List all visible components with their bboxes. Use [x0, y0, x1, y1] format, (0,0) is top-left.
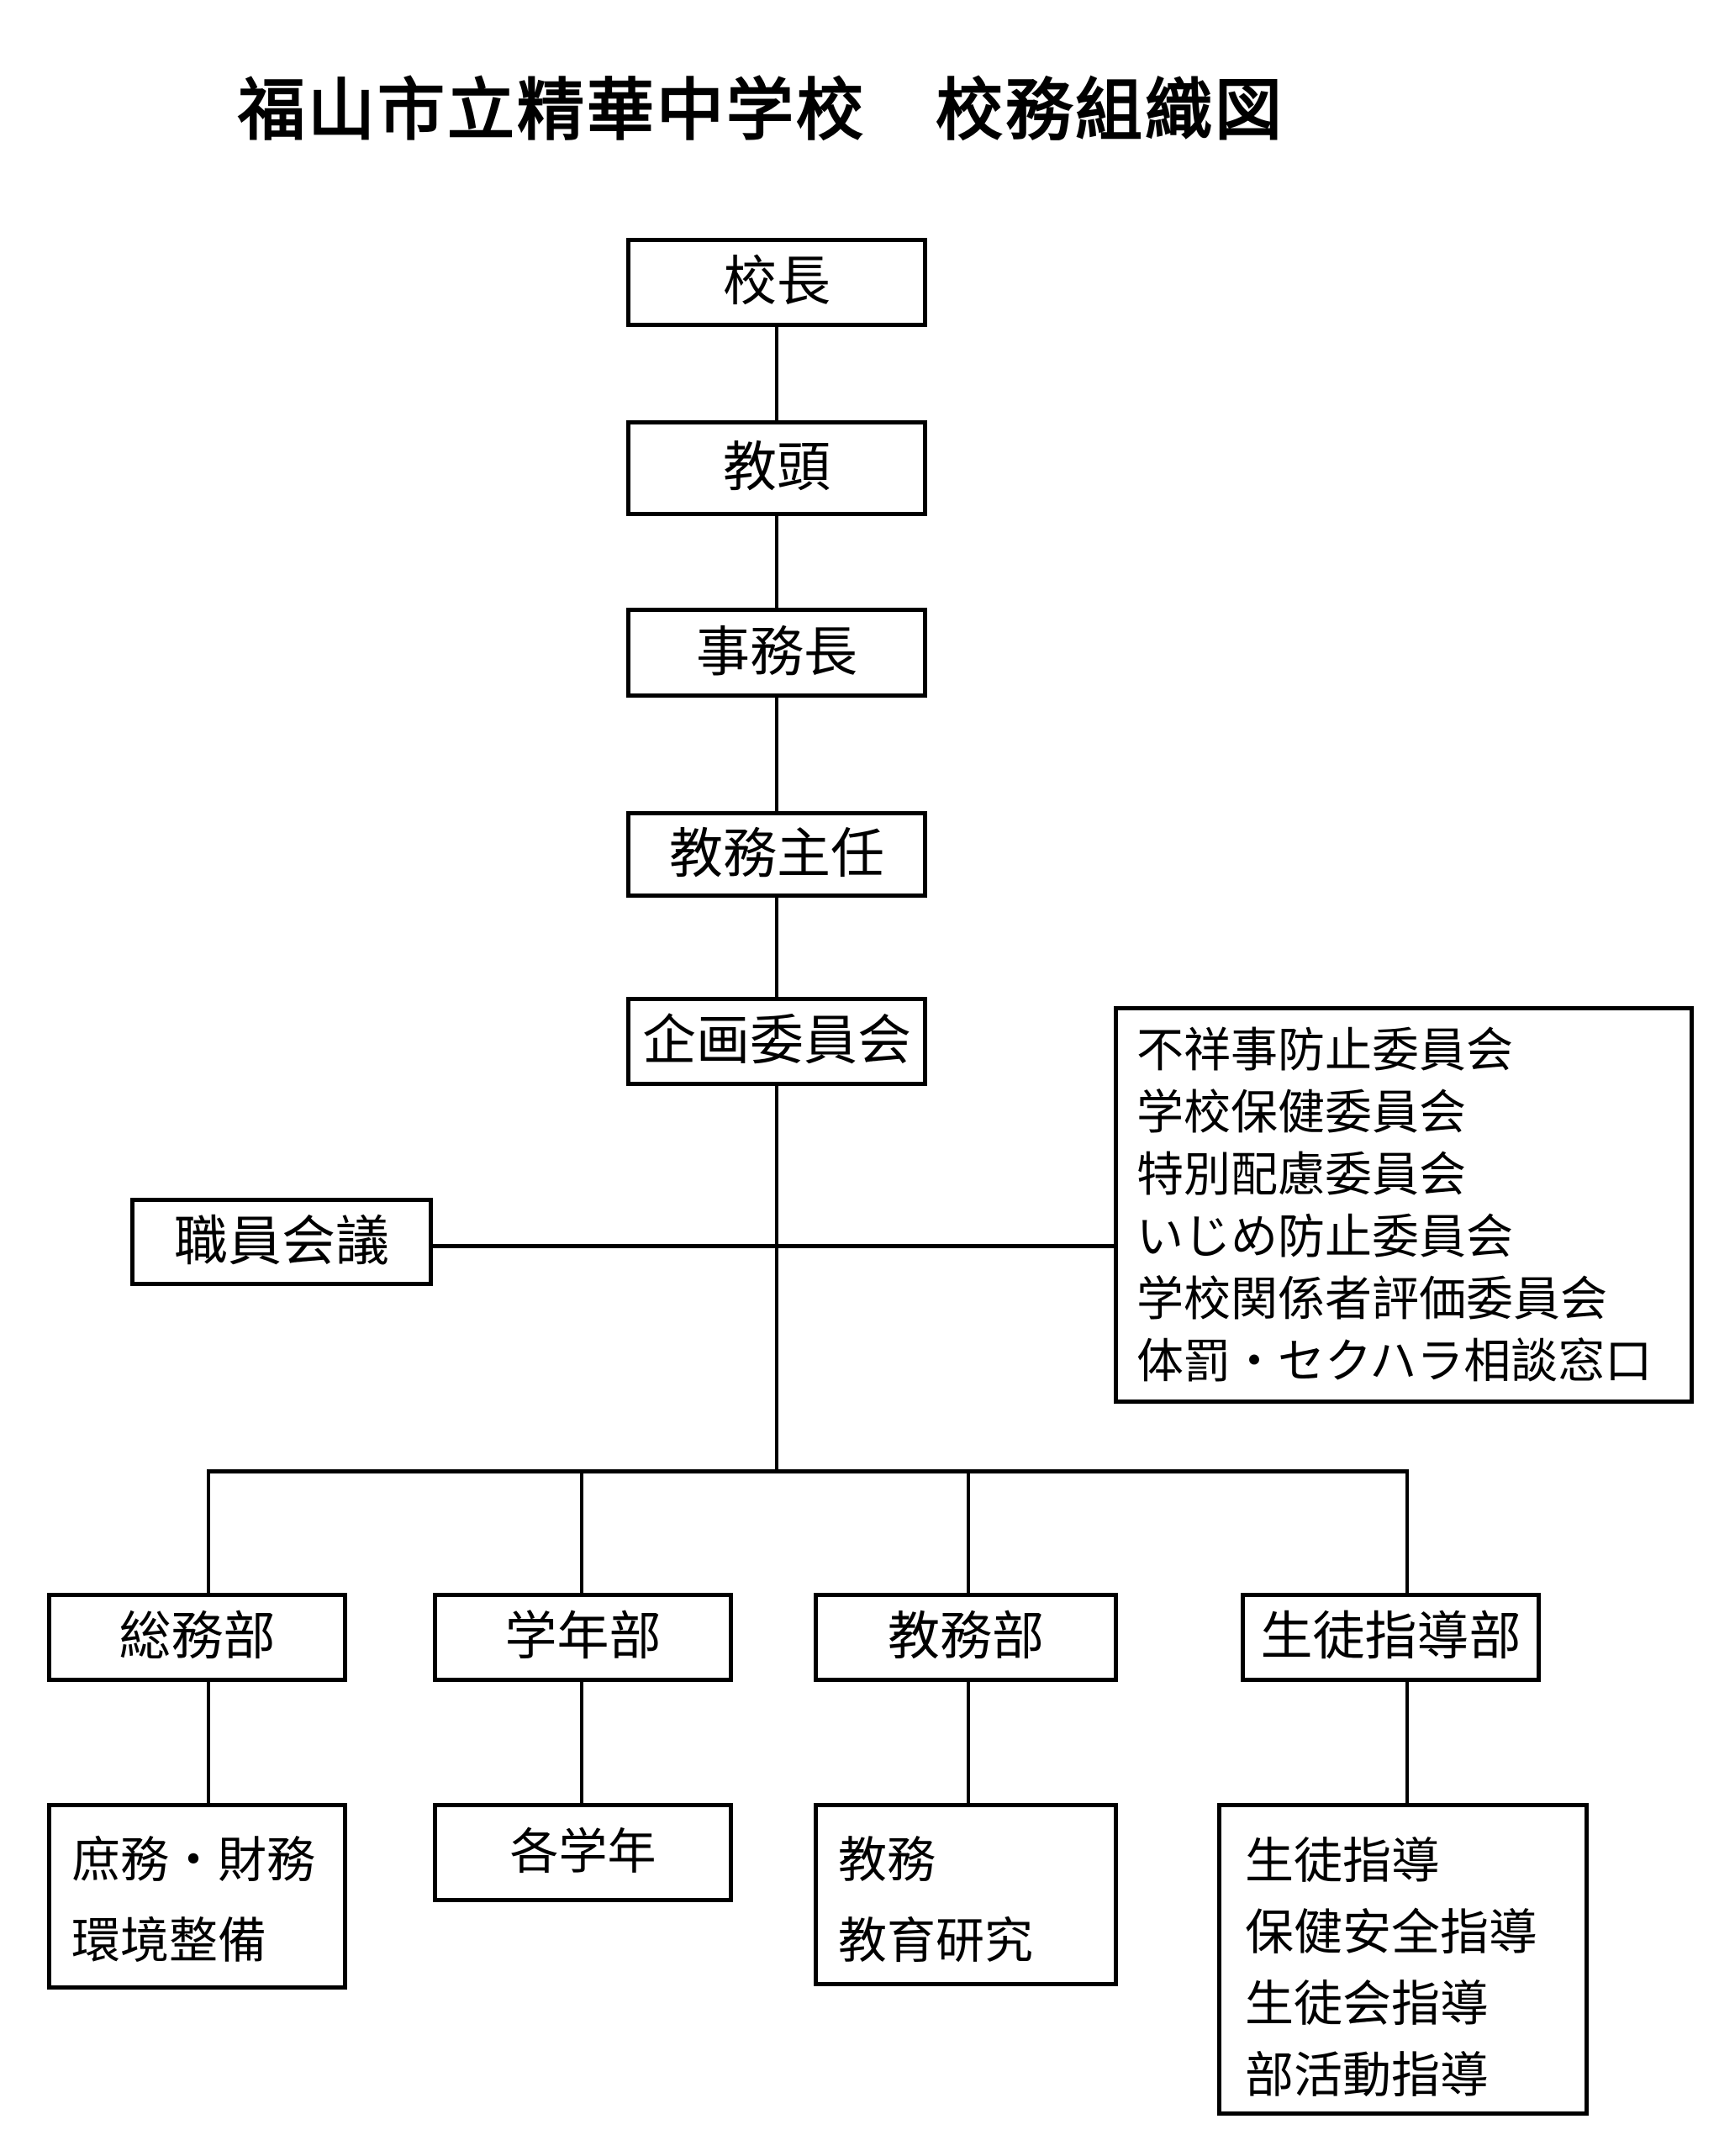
- page-title: 福山市立精華中学校 校務組織図: [238, 73, 1284, 148]
- connector-leaf-academic-affairs: [967, 1682, 970, 1803]
- connector-leaf-general-affairs: [207, 1682, 210, 1803]
- connector-vice-admin: [775, 514, 778, 609]
- detail-item: 庶務・財務: [71, 1833, 316, 1888]
- box-academic-affairs-chief: 教務主任: [626, 811, 927, 898]
- committee-item: 特別配慮委員会: [1136, 1150, 1466, 1202]
- box-dept-student-guidance: 生徒指導部: [1241, 1593, 1541, 1682]
- committee-item: 学校保健委員会: [1136, 1088, 1466, 1140]
- box-dept-academic-affairs: 教務部: [814, 1593, 1118, 1682]
- box-admin-director: 事務長: [626, 608, 927, 698]
- detail-item: 教務: [838, 1833, 936, 1888]
- box-dept-grade-level: 学年部: [433, 1593, 733, 1682]
- connector-distribution-line: [207, 1469, 1409, 1473]
- connector-leaf-student-guidance: [1405, 1682, 1409, 1803]
- box-dept-general-affairs: 総務部: [47, 1593, 347, 1682]
- committee-item: いじめ防止委員会: [1136, 1212, 1513, 1264]
- detail-item: 環境整備: [71, 1914, 267, 1969]
- connector-admin-chief: [775, 696, 778, 813]
- connector-drop-academic-affairs: [967, 1469, 970, 1593]
- connector-drop-grade-level: [580, 1469, 583, 1593]
- box-detail-grade-level: 各学年: [433, 1803, 733, 1902]
- box-vice-principal: 教頭: [626, 420, 927, 516]
- detail-item: 生徒指導: [1245, 1834, 1441, 1889]
- connector-principal-vice: [775, 325, 778, 422]
- box-detail-academic-affairs: 教務 教育研究: [814, 1803, 1118, 1986]
- committee-item: 不祥事防止委員会: [1136, 1025, 1513, 1078]
- connector-staff-committees-line: [430, 1244, 1115, 1248]
- connector-chief-planning: [775, 896, 778, 999]
- committee-item: 体罰・セクハラ相談窓口: [1136, 1336, 1653, 1389]
- box-detail-general-affairs: 庶務・財務 環境整備: [47, 1803, 347, 1990]
- box-staff-meeting: 職員会議: [130, 1198, 433, 1286]
- box-planning-committee: 企画委員会: [626, 997, 927, 1086]
- box-detail-student-guidance: 生徒指導 保健安全指導 生徒会指導 部活動指導: [1217, 1803, 1589, 2116]
- connector-leaf-grade-level: [580, 1682, 583, 1803]
- box-committees: 不祥事防止委員会 学校保健委員会 特別配慮委員会 いじめ防止委員会 学校関係者評…: [1114, 1006, 1694, 1404]
- connector-planning-trunk: [775, 1084, 778, 1473]
- detail-item: 教育研究: [838, 1914, 1034, 1969]
- detail-item: 保健安全指導: [1245, 1906, 1538, 1960]
- committee-item: 学校関係者評価委員会: [1136, 1274, 1607, 1326]
- detail-item: 部活動指導: [1245, 2048, 1490, 2103]
- connector-drop-general-affairs: [207, 1469, 210, 1593]
- box-principal: 校長: [626, 238, 927, 327]
- connector-drop-student-guidance: [1405, 1469, 1409, 1593]
- detail-item: 生徒会指導: [1245, 1977, 1490, 2032]
